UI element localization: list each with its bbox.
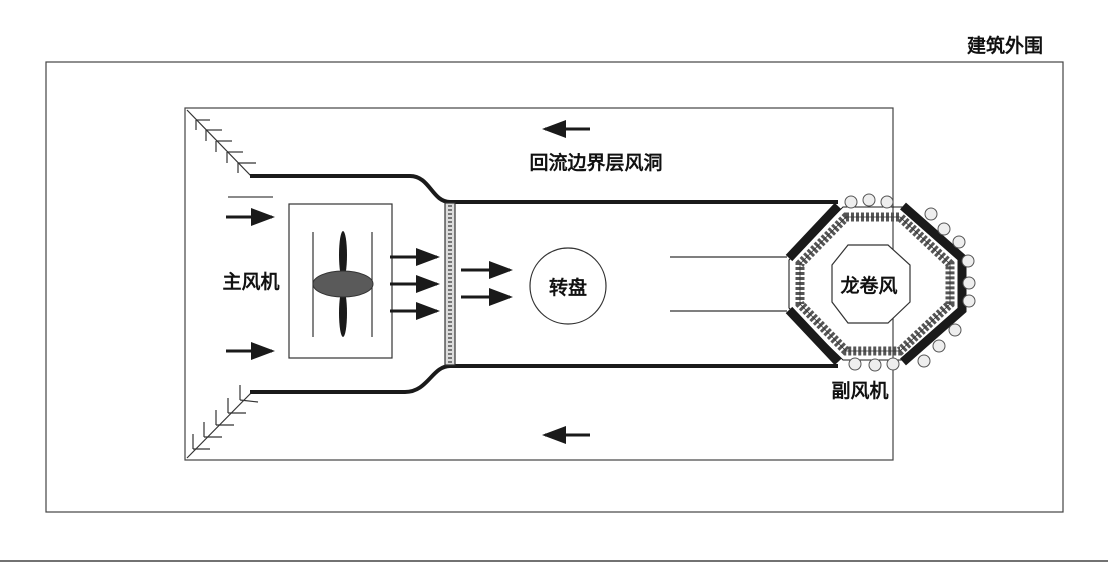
aux-fan-icon	[932, 339, 946, 353]
aux-fan-icon	[886, 357, 900, 371]
building-label: 建筑外围	[967, 34, 1043, 57]
honeycomb-screen	[444, 202, 456, 366]
tornado-core	[831, 244, 911, 324]
aux-fans	[844, 193, 976, 372]
building-perimeter	[45, 61, 1064, 513]
corner-vanes-top	[186, 109, 256, 178]
aux-fan-icon	[924, 207, 938, 221]
main-fan-label: 主风机	[222, 271, 279, 293]
aux-fan-label: 副风机	[831, 380, 888, 402]
aux-fan-icon	[962, 294, 976, 308]
turntable	[529, 247, 607, 325]
corner-vanes-bottom	[186, 385, 259, 459]
tornado-label: 龙卷风	[840, 274, 897, 297]
aux-fan-icon	[848, 357, 862, 371]
aux-fan-icon	[948, 323, 962, 337]
tornado-simulator	[785, 202, 967, 366]
aux-fan-icon	[917, 354, 931, 368]
aux-fan-icon	[952, 235, 966, 249]
aux-fan-icon	[868, 358, 882, 372]
aux-fan-icon	[862, 193, 876, 207]
tunnel-wall-top	[250, 174, 838, 204]
aux-fan-icon	[962, 276, 976, 290]
turntable-label: 转盘	[549, 276, 587, 299]
aux-fan-icon	[937, 222, 951, 236]
fan-blade-icon	[339, 289, 347, 337]
fan-hub-icon	[312, 270, 374, 298]
aux-fan-icon	[961, 254, 975, 268]
return-tunnel-label: 回流边界层风洞	[529, 151, 662, 174]
aux-fan-icon	[880, 195, 894, 209]
aux-fan-icon	[844, 195, 858, 209]
fan-blade-icon	[339, 231, 347, 279]
tunnel-wall-bottom	[250, 364, 838, 394]
main-fan	[288, 203, 393, 359]
